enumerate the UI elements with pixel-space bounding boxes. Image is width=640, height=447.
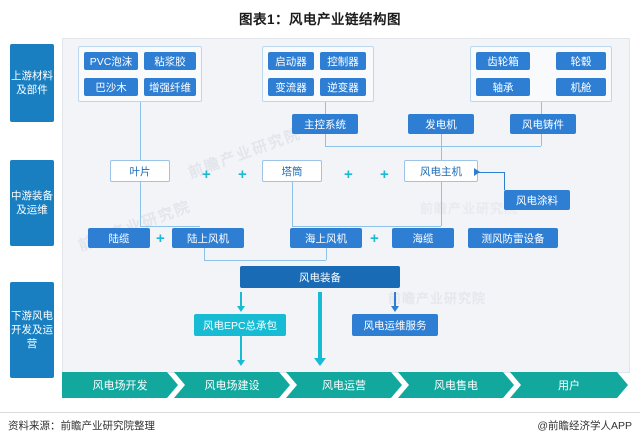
box-converter: 变流器	[268, 78, 314, 96]
source-note: 资料来源：前瞻产业研究院整理	[8, 420, 155, 432]
box-onshore-turbine: 陆上风机	[172, 228, 244, 248]
box-offshore-turbine: 海上风机	[290, 228, 362, 248]
connector-epc-flow	[240, 336, 242, 360]
connector-blade-to-onshore	[140, 226, 200, 227]
connector-onshore-down	[204, 248, 205, 260]
connector-install-bus	[322, 226, 441, 227]
connector-coating-line-h	[478, 172, 504, 173]
connector-equipment-epc	[240, 292, 242, 308]
box-pvc-foam: PVC泡沫	[84, 52, 138, 70]
arrow-epc	[237, 306, 245, 312]
box-hub: 轮毂	[556, 52, 606, 70]
connector-equipment-om	[394, 292, 396, 308]
box-tower: 塔筒	[262, 160, 322, 182]
box-main-machine: 风电主机	[404, 160, 478, 182]
stage-label-downstream: 下游风电开发及运营	[10, 282, 54, 378]
connector-mainmachine-down	[441, 182, 442, 226]
connector-blade-down	[140, 182, 141, 226]
arrow-epc-flow	[237, 360, 245, 366]
connector-offshore-down	[326, 248, 327, 260]
connector-castings-bus	[541, 134, 542, 146]
box-main-control-system: 主控系统	[292, 114, 358, 134]
plus-sign: +	[202, 166, 211, 183]
box-starter: 启动器	[268, 52, 314, 70]
box-gearbox: 齿轮箱	[476, 52, 530, 70]
plus-sign: +	[238, 166, 247, 183]
box-blade: 叶片	[110, 160, 170, 182]
box-om-service: 风电运维服务	[352, 314, 438, 336]
box-wind-castings: 风电铸件	[510, 114, 576, 134]
stage-label-midstream-text: 中游装备及运维	[11, 190, 53, 216]
box-reinforced-fiber: 增强纤维	[144, 78, 196, 96]
stage-label-upstream: 上游材料及部件	[10, 44, 54, 122]
stage-label-midstream: 中游装备及运维	[10, 160, 54, 246]
flow-step-construction[interactable]: 风电场建设	[174, 372, 290, 398]
box-wind-equipment: 风电装备	[240, 266, 400, 288]
flow-step-user[interactable]: 用户	[510, 372, 628, 398]
connector-coating-line-v	[504, 172, 505, 190]
connector-bus-mainmachine	[441, 146, 442, 160]
page-title: 图表1：风电产业链结构图	[238, 12, 401, 27]
box-adhesive: 粘浆胶	[144, 52, 196, 70]
brand-note: @前瞻经济学人APP	[537, 420, 632, 432]
box-controller: 控制器	[320, 52, 366, 70]
box-wind-detector: 测风防雷设备	[468, 228, 558, 248]
connector-electrical-control	[325, 102, 326, 114]
footer-divider	[0, 412, 640, 413]
box-generator: 发电机	[408, 114, 474, 134]
box-balsa: 巴沙木	[84, 78, 138, 96]
connector-equipment-bus	[204, 260, 326, 261]
flow-step-sales[interactable]: 风电售电	[398, 372, 514, 398]
connector-row2-bus	[325, 146, 541, 147]
plus-sign: +	[380, 166, 389, 183]
box-bearing: 轴承	[476, 78, 530, 96]
connector-tower-down	[292, 182, 293, 226]
box-land-cable: 陆缆	[88, 228, 150, 248]
downstream-flow: 风电场开发 风电场建设 风电运营 风电售电 用户	[62, 372, 628, 398]
box-inverter: 逆变器	[320, 78, 366, 96]
plus-sign: +	[370, 230, 379, 247]
connector-tower-to-offshore	[292, 226, 322, 227]
arrow-coating	[474, 168, 480, 176]
stage-label-downstream-text: 下游风电开发及运营	[11, 310, 53, 350]
box-nacelle: 机舱	[556, 78, 606, 96]
connector-equipment-operation	[318, 292, 322, 360]
box-sea-cable: 海缆	[392, 228, 454, 248]
connector-materials-blade	[140, 102, 141, 160]
connector-mech-castings	[541, 102, 542, 114]
arrow-operation	[314, 358, 326, 366]
flow-step-development[interactable]: 风电场开发	[62, 372, 178, 398]
flow-step-operation[interactable]: 风电运营	[286, 372, 402, 398]
plus-sign: +	[344, 166, 353, 183]
connector-generator-bus	[441, 134, 442, 146]
plus-sign: +	[156, 230, 165, 247]
box-wind-coating: 风电涂料	[504, 190, 570, 210]
arrow-om	[391, 306, 399, 312]
stage-label-upstream-text: 上游材料及部件	[11, 70, 53, 96]
box-epc: 风电EPC总承包	[194, 314, 286, 336]
connector-control-bus	[325, 134, 326, 146]
